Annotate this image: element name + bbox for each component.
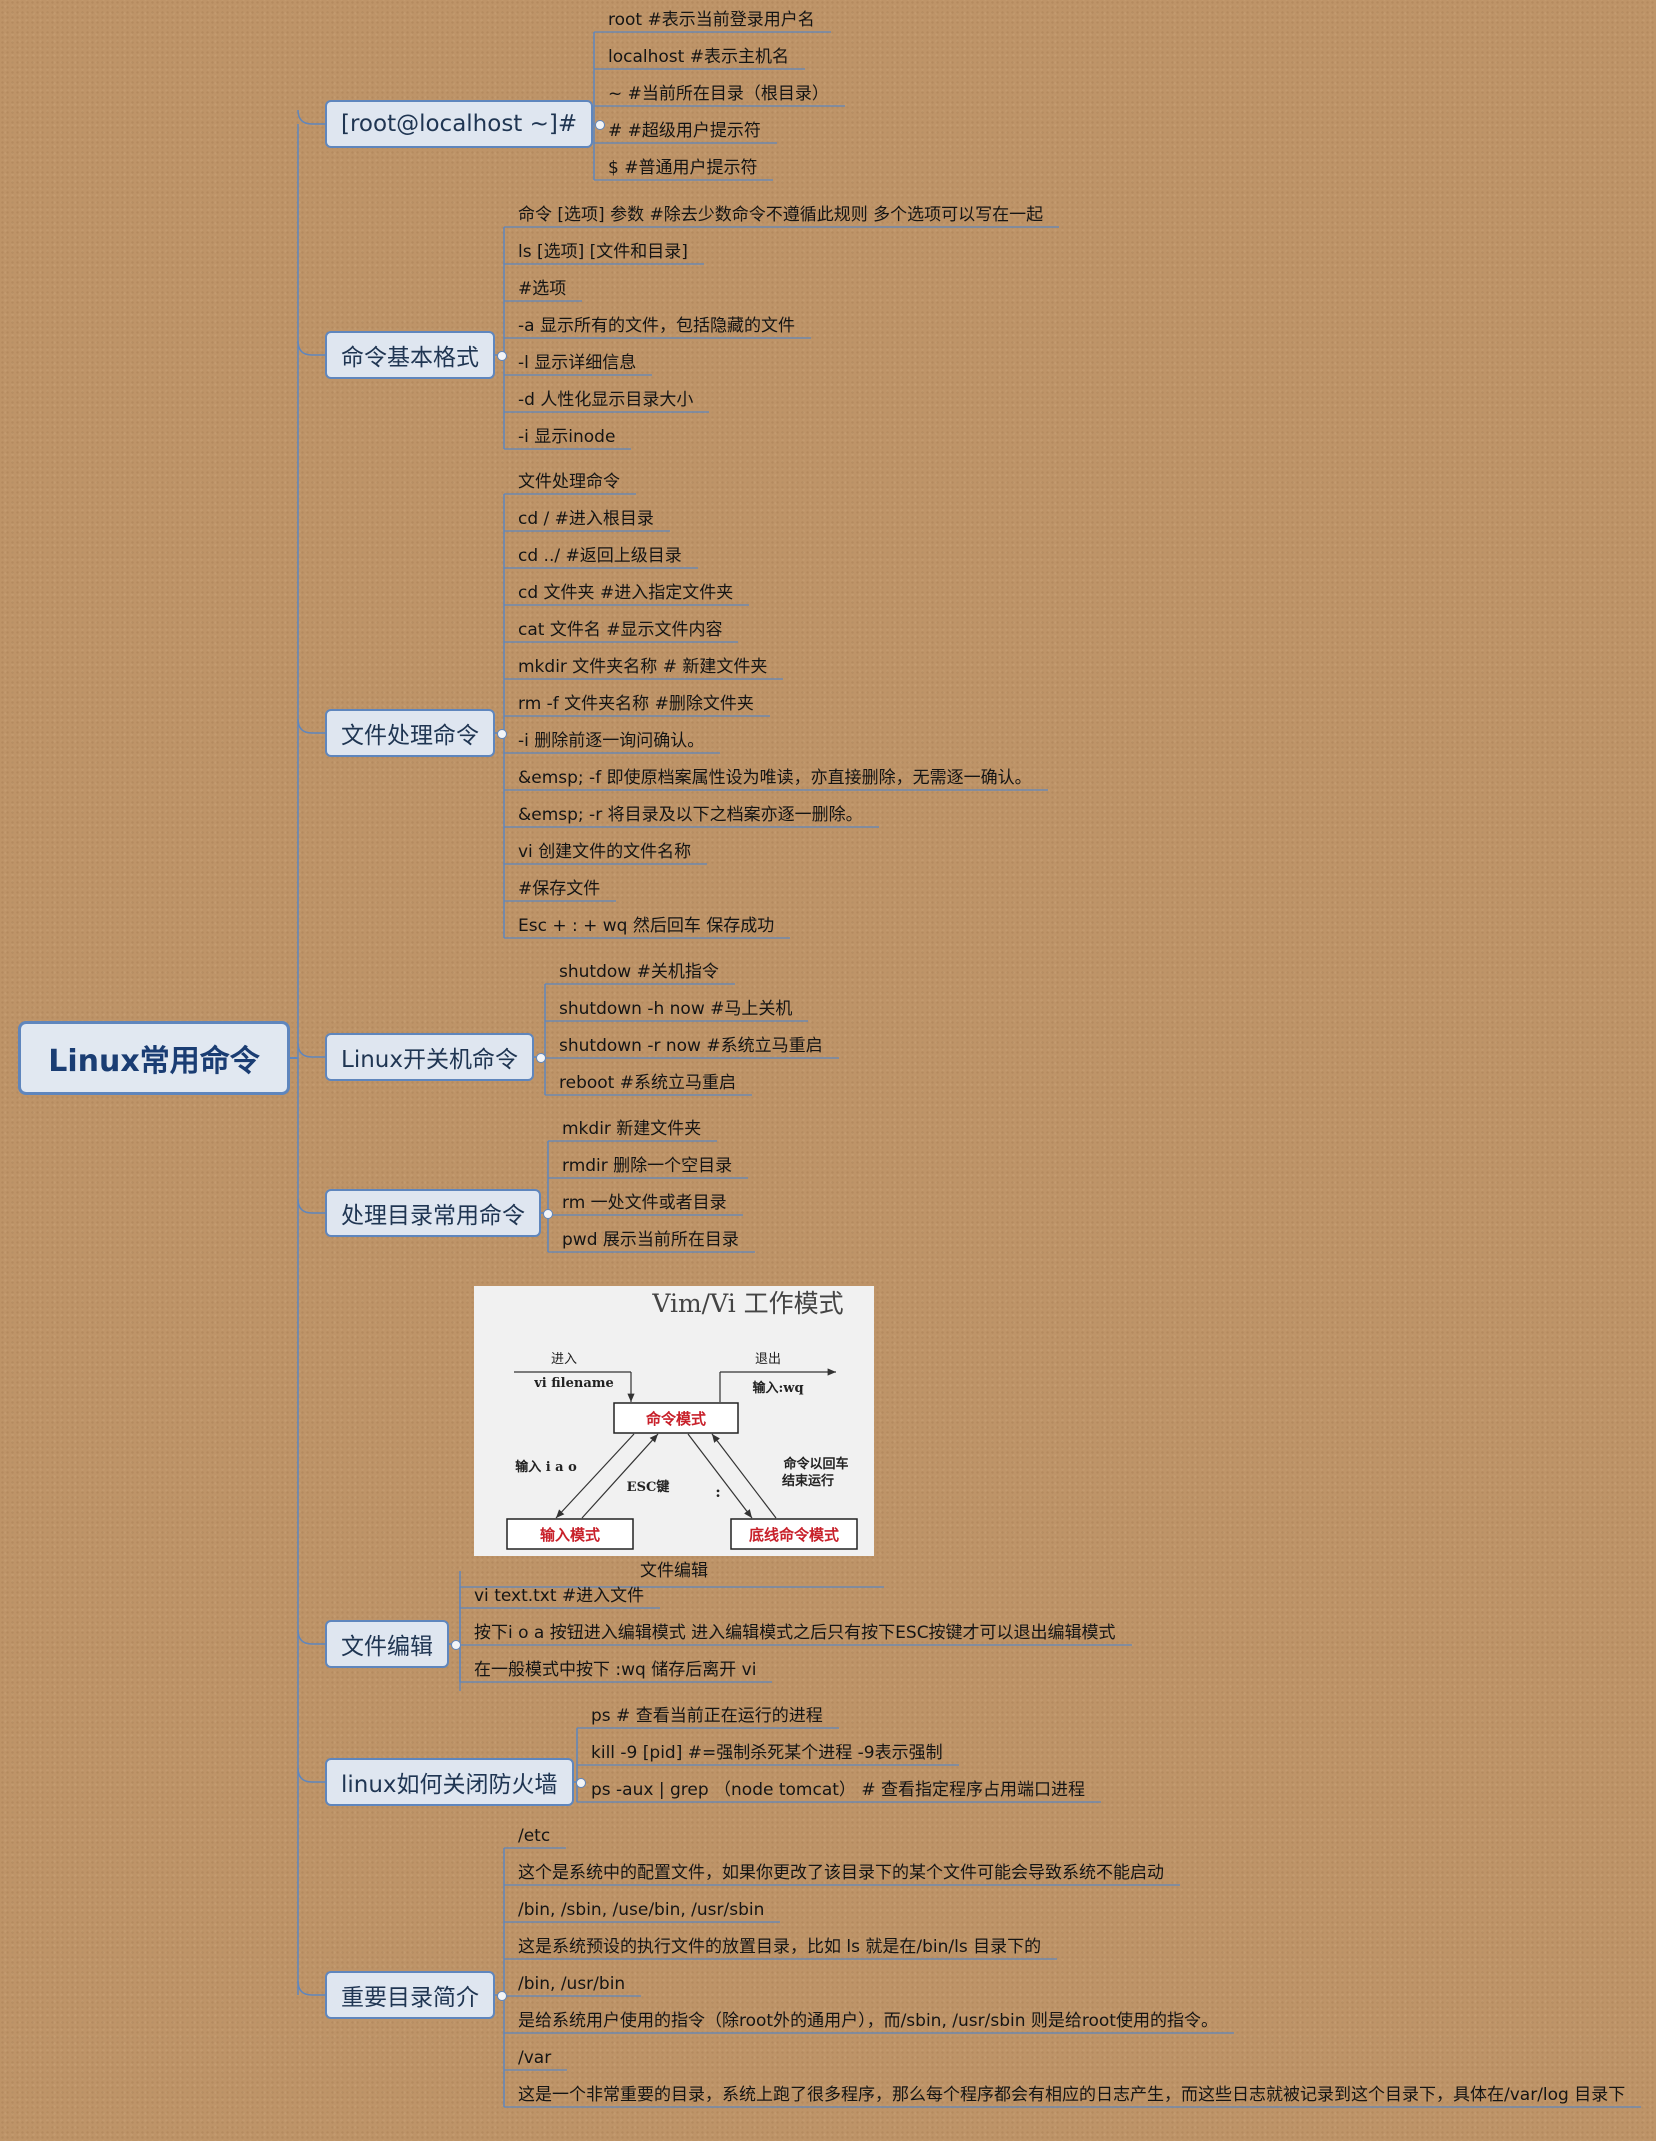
vim-command-mode-label: 命令模式 [645, 1410, 706, 1428]
vim-enter-label: 进入 [551, 1352, 577, 1367]
branch-8-item-3[interactable]: /bin, /sbin, /use/bin, /usr/sbin [518, 1900, 765, 1920]
vim-diagram-title: Vim/Vi 工作模式 [651, 1289, 843, 1318]
collapse-toggle-icon[interactable] [595, 120, 605, 130]
vim-mode-diagram: Vim/Vi 工作模式 进入 vi filename 退出 输入:wq 命令模式… [474, 1286, 874, 1556]
branch-3-item-4[interactable]: cd 文件夹 #进入指定文件夹 [518, 583, 734, 603]
branch-7-item-2[interactable]: kill -9 [pid] #=强制杀死某个进程 -9表示强制 [591, 1743, 943, 1763]
branch-3-item-13[interactable]: Esc + : + wq 然后回车 保存成功 [518, 916, 775, 936]
branch-topic-8[interactable]: 重要目录简介 [325, 1971, 495, 2019]
vim-command-mode-box [613, 1402, 739, 1434]
branch-6-item-2[interactable]: vi text.txt #进入文件 [474, 1586, 645, 1606]
branch-2-item-2[interactable]: ls [选项] [文件和目录] [518, 242, 688, 262]
branch-3-item-5[interactable]: cat 文件名 #显示文件内容 [518, 620, 723, 640]
branch-1-item-4[interactable]: # #超级用户提示符 [608, 121, 761, 141]
branch-8-item-4[interactable]: 这是系统预设的执行文件的放置目录，比如 ls 就是在/bin/ls 目录下的 [518, 1937, 1042, 1957]
collapse-toggle-icon[interactable] [497, 729, 507, 739]
branch-3-item-2[interactable]: cd / #进入根目录 [518, 509, 654, 529]
branch-4-item-3[interactable]: shutdown -r now #系统立马重启 [559, 1036, 823, 1056]
branch-3-item-9[interactable]: &emsp; -f 即使原档案属性设为唯读，亦直接删除，无需逐一确认。 [518, 768, 1032, 788]
branch-2-item-4[interactable]: -a 显示所有的文件，包括隐藏的文件 [518, 316, 795, 336]
branch-8-item-7[interactable]: /var [518, 2048, 552, 2068]
branch-topic-7[interactable]: linux如何关闭防火墙 [325, 1758, 574, 1806]
vim-input-mode-label: 输入模式 [540, 1526, 600, 1544]
branch-5-item-4[interactable]: pwd 展示当前所在目录 [562, 1230, 739, 1250]
collapse-toggle-icon[interactable] [451, 1640, 461, 1650]
branch-8-item-5[interactable]: /bin, /usr/bin [518, 1974, 626, 1994]
branch-2-item-5[interactable]: -l 显示详细信息 [518, 353, 637, 373]
branch-2-item-3[interactable]: #选项 [518, 279, 567, 299]
vim-colon-key-label: : [715, 1483, 721, 1501]
collapse-toggle-icon[interactable] [536, 1053, 546, 1063]
vim-enter-command: vi filename [533, 1376, 614, 1391]
branch-6-item-3[interactable]: 按下i o a 按钮进入编辑模式 进入编辑模式之后只有按下ESC按键才可以退出编… [474, 1623, 1116, 1643]
branch-topic-3[interactable]: 文件处理命令 [325, 709, 495, 757]
collapse-toggle-icon[interactable] [543, 1209, 553, 1219]
branch-5-item-2[interactable]: rmdir 删除一个空目录 [562, 1156, 733, 1176]
branch-5-item-1[interactable]: mkdir 新建文件夹 [562, 1119, 702, 1139]
collapse-toggle-icon[interactable] [497, 1991, 507, 2001]
central-topic[interactable]: Linux常用命令 [18, 1021, 290, 1095]
branch-7-item-1[interactable]: ps # 查看当前正在运行的进程 [591, 1706, 823, 1726]
branch-8-item-6[interactable]: 是给系统用户使用的指令（除root外的通用户），而/sbin, /usr/sbi… [518, 2011, 1218, 2031]
vim-exit-command: 输入:wq [752, 1380, 803, 1396]
branch-4-item-4[interactable]: reboot #系统立马重启 [559, 1073, 736, 1093]
vim-run-note-line2: 结束运行 [782, 1473, 834, 1489]
branch-1-item-1[interactable]: root #表示当前登录用户名 [608, 10, 815, 30]
branch-1-item-5[interactable]: $ #普通用户提示符 [608, 158, 758, 178]
branch-4-item-1[interactable]: shutdow #关机指令 [559, 962, 719, 982]
vim-run-note-line1: 命令以回车 [782, 1456, 848, 1472]
branch-2-item-7[interactable]: -i 显示inode [518, 427, 616, 447]
branch-3-item-10[interactable]: &emsp; -r 将目录及以下之档案亦逐一删除。 [518, 805, 863, 825]
branch-topic-1[interactable]: [root@localhost ~]# [325, 100, 594, 148]
branch-3-item-1[interactable]: 文件处理命令 [518, 472, 620, 492]
branch-3-item-6[interactable]: mkdir 文件夹名称 # 新建文件夹 [518, 657, 768, 677]
branch-6-item-1[interactable]: 文件编辑 [640, 1561, 708, 1581]
vim-lastline-mode-label: 底线命令模式 [749, 1526, 839, 1544]
collapse-toggle-icon[interactable] [497, 351, 507, 361]
branch-8-item-2[interactable]: 这个是系统中的配置文件，如果你更改了该目录下的某个文件可能会导致系统不能启动 [518, 1863, 1164, 1883]
branch-topic-2[interactable]: 命令基本格式 [325, 331, 495, 379]
branch-8-item-8[interactable]: 这是一个非常重要的目录，系统上跑了很多程序，那么每个程序都会有相应的日志产生，而… [518, 2085, 1626, 2105]
branch-4-item-2[interactable]: shutdown -h now #马上关机 [559, 999, 793, 1019]
branch-8-item-1[interactable]: /etc [518, 1826, 551, 1846]
branch-2-item-6[interactable]: -d 人性化显示目录大小 [518, 390, 694, 410]
branch-3-item-7[interactable]: rm -f 文件夹名称 #删除文件夹 [518, 694, 754, 714]
collapse-toggle-icon[interactable] [576, 1778, 586, 1788]
branch-6-item-4[interactable]: 在一般模式中按下 :wq 储存后离开 vi [474, 1660, 757, 1680]
branch-5-item-3[interactable]: rm 一处文件或者目录 [562, 1193, 727, 1213]
branch-topic-5[interactable]: 处理目录常用命令 [325, 1189, 541, 1237]
vim-exit-label: 退出 [755, 1352, 781, 1367]
vim-input-mode-box [506, 1518, 634, 1550]
branch-3-item-3[interactable]: cd ../ #返回上级目录 [518, 546, 682, 566]
vim-input-keys-label: 输入 i a o [515, 1459, 577, 1475]
vim-lastline-mode-box [730, 1518, 858, 1550]
branch-3-item-12[interactable]: #保存文件 [518, 879, 601, 899]
branch-topic-6[interactable]: 文件编辑 [325, 1620, 449, 1668]
branch-topic-4[interactable]: Linux开关机命令 [325, 1033, 534, 1081]
branch-7-item-3[interactable]: ps -aux | grep （node tomcat） # 查看指定程序占用端… [591, 1780, 1085, 1800]
branch-1-item-3[interactable]: ~ #当前所在目录（根目录） [608, 84, 829, 104]
branch-3-item-11[interactable]: vi 创建文件的文件名称 [518, 842, 692, 862]
branch-1-item-2[interactable]: localhost #表示主机名 [608, 47, 789, 67]
branch-2-item-1[interactable]: 命令 [选项] 参数 #除去少数命令不遵循此规则 多个选项可以写在一起 [518, 205, 1044, 225]
vim-esc-key-label: ESC键 [627, 1479, 670, 1495]
branch-3-item-8[interactable]: -i 删除前逐一询问确认。 [518, 731, 705, 751]
